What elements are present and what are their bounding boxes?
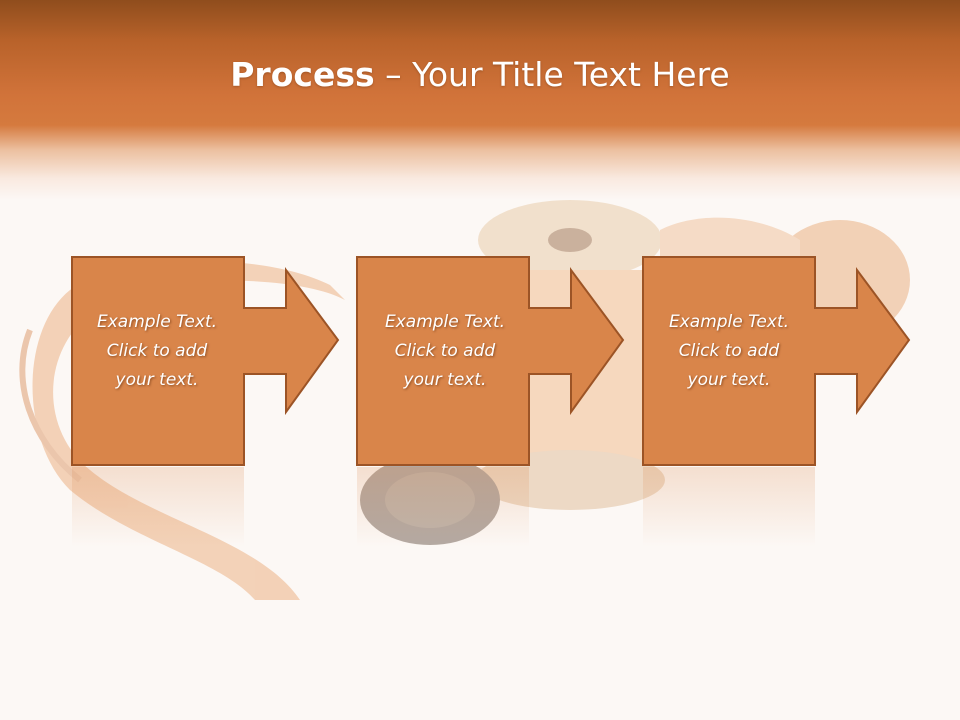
step-3-line-1: Example Text. [668, 312, 790, 332]
reflection-step-2 [357, 467, 529, 547]
title-rest: – Your Title Text Here [374, 55, 730, 94]
step-text-1[interactable]: Example Text. Click to add your text. [72, 308, 242, 395]
step-2-line-2: Click to add [394, 341, 496, 361]
title-banner [0, 0, 960, 200]
step-3-line-3: your text. [687, 370, 771, 390]
step-2-line-1: Example Text. [384, 312, 506, 332]
step-3-line-2: Click to add [678, 341, 780, 361]
step-2-line-3: your text. [403, 370, 487, 390]
title-bold: Process [230, 55, 375, 94]
step-1-line-2: Click to add [106, 341, 208, 361]
step-text-3[interactable]: Example Text. Click to add your text. [644, 308, 814, 395]
step-box-1[interactable] [71, 256, 340, 466]
reflection-step-1 [72, 467, 244, 547]
step-1-line-3: your text. [115, 370, 199, 390]
reflection-step-3 [643, 467, 815, 547]
step-box-3[interactable] [642, 256, 911, 466]
step-box-2[interactable] [356, 256, 625, 466]
step-1-line-1: Example Text. [96, 312, 218, 332]
slide-title[interactable]: Process – Your Title Text Here [0, 52, 960, 98]
step-text-2[interactable]: Example Text. Click to add your text. [360, 308, 530, 395]
